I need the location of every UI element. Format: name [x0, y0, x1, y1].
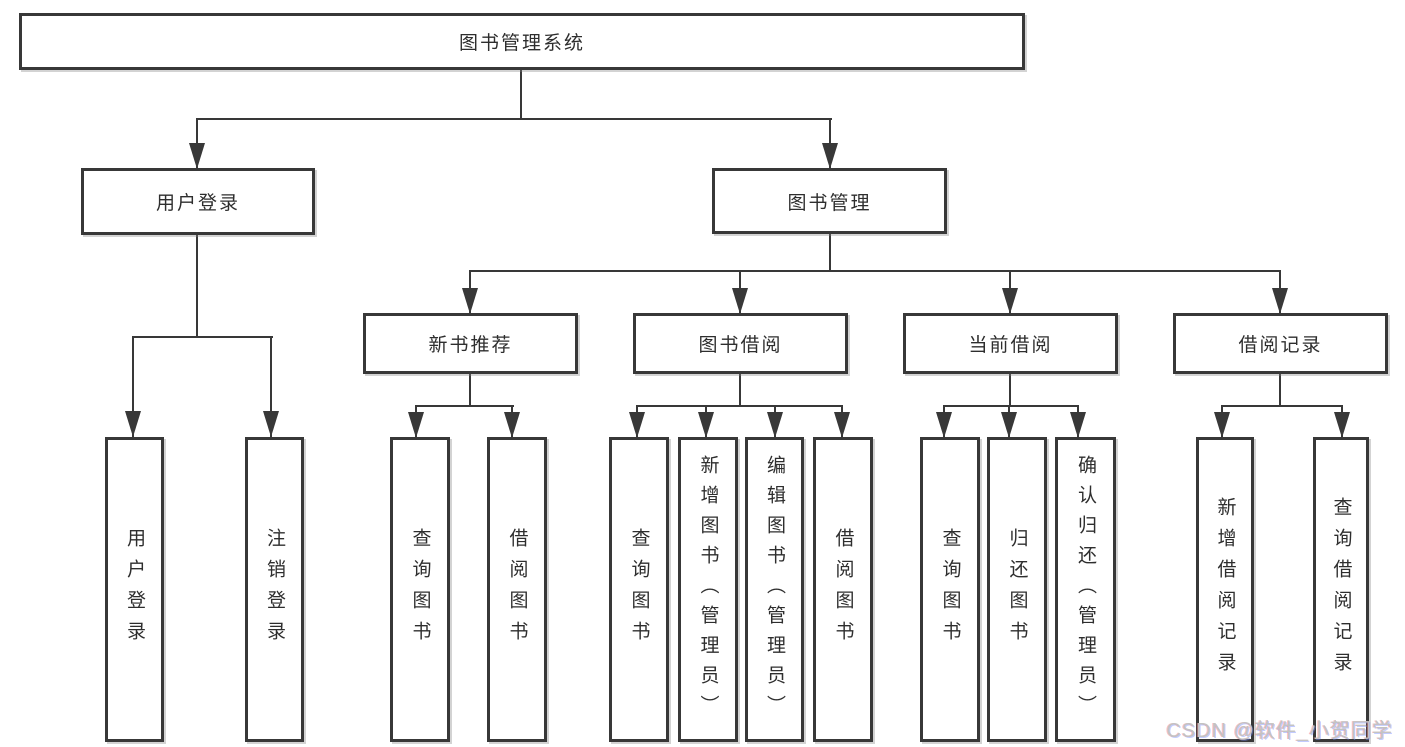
leaf-label: 确认归还（管理员） — [1075, 454, 1096, 725]
leaf-search-books: 查询图书 — [390, 437, 450, 742]
connector-arrow-down — [841, 405, 843, 438]
node-book-management: 图书管理 — [712, 168, 947, 234]
leaf-user-login: 用户登录 — [105, 437, 164, 742]
connector-line — [469, 270, 1281, 272]
connector-arrow-down — [1221, 405, 1223, 438]
leaf-add-borrow-record: 新增借阅记录 — [1196, 437, 1254, 742]
connector-arrow-down — [739, 270, 741, 314]
leaf-label: 查询图书 — [939, 527, 961, 652]
leaf-edit-book-admin: 编辑图书（管理员） — [745, 437, 804, 742]
leaf-logout: 注销登录 — [245, 437, 304, 742]
node-book-borrowing: 图书借阅 — [633, 313, 848, 374]
csdn-watermark: CSDN @软件_小贺同学 — [1166, 720, 1393, 742]
node-user-login: 用户登录 — [81, 168, 315, 235]
connector-line — [520, 67, 522, 120]
leaf-label: 归还图书 — [1006, 527, 1028, 652]
connector-line — [636, 405, 843, 407]
connector-arrow-down — [705, 405, 707, 438]
node-new-book-recommendation: 新书推荐 — [363, 313, 578, 374]
connector-line — [1009, 374, 1011, 407]
connector-arrow-down — [1341, 405, 1343, 438]
leaf-label: 注销登录 — [264, 527, 285, 652]
connector-line — [415, 405, 514, 407]
connector-arrow-down — [943, 405, 945, 438]
connector-arrow-down — [196, 118, 198, 169]
leaf-borrow-books: 借阅图书 — [487, 437, 547, 742]
connector-arrow-down — [774, 405, 776, 438]
connector-line — [1221, 405, 1343, 407]
leaf-return-book: 归还图书 — [987, 437, 1047, 742]
connector-line — [943, 405, 1079, 407]
connector-line — [469, 374, 471, 407]
leaf-label: 借阅图书 — [506, 527, 528, 652]
connector-arrow-down — [132, 336, 134, 437]
connector-line — [132, 336, 273, 338]
connector-line — [829, 234, 831, 272]
leaf-confirm-return-admin: 确认归还（管理员） — [1055, 437, 1116, 742]
leaf-borrow-books: 借阅图书 — [813, 437, 873, 742]
leaf-search-books: 查询图书 — [609, 437, 669, 742]
connector-arrow-down — [511, 405, 513, 438]
connector-arrow-down — [1279, 270, 1281, 314]
leaf-search-borrow-record: 查询借阅记录 — [1313, 437, 1369, 742]
connector-arrow-down — [1077, 405, 1079, 438]
leaf-search-books: 查询图书 — [920, 437, 980, 742]
connector-arrow-down — [469, 270, 471, 314]
leaf-label: 查询图书 — [628, 527, 650, 652]
connector-arrow-down — [829, 118, 831, 169]
leaf-add-book-admin: 新增图书（管理员） — [678, 437, 738, 742]
leaf-label: 查询借阅记录 — [1330, 496, 1352, 683]
leaf-label: 用户登录 — [124, 527, 145, 652]
leaf-label: 编辑图书（管理员） — [764, 454, 785, 725]
leaf-label: 新增借阅记录 — [1214, 496, 1236, 683]
connector-arrow-down — [270, 336, 272, 437]
leaf-label: 借阅图书 — [832, 527, 854, 652]
node-current-borrowing: 当前借阅 — [903, 313, 1118, 374]
connector-arrow-down — [636, 405, 638, 438]
node-library-management-system: 图书管理系统 — [19, 13, 1025, 70]
leaf-label: 新增图书（管理员） — [697, 454, 719, 725]
connector-line — [196, 118, 832, 120]
connector-line — [1279, 374, 1281, 407]
connector-arrow-down — [415, 405, 417, 438]
leaf-label: 查询图书 — [409, 527, 431, 652]
connector-arrow-down — [1009, 270, 1011, 314]
node-borrowing-records: 借阅记录 — [1173, 313, 1388, 374]
connector-line — [739, 374, 741, 407]
connector-arrow-down — [1008, 405, 1010, 438]
connector-line — [196, 235, 198, 338]
